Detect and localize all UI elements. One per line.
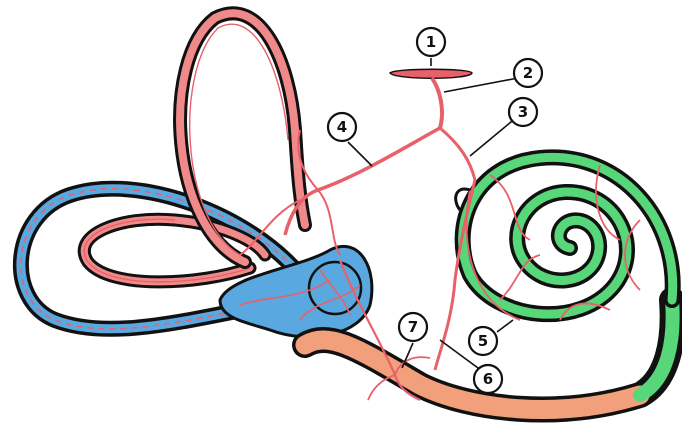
callout-3-label: 3 — [518, 103, 528, 121]
callout-6: 6 — [474, 365, 502, 393]
callout-4-label: 4 — [337, 118, 347, 136]
callout-3: 3 — [509, 98, 537, 126]
callout-5: 5 — [469, 327, 497, 355]
callout-leaders — [348, 58, 518, 368]
labyrinthine-artery — [432, 78, 442, 128]
callout-6-label: 6 — [483, 370, 493, 388]
callout-5-label: 5 — [478, 332, 488, 350]
callout-7: 7 — [399, 313, 427, 341]
callout-4: 4 — [328, 113, 356, 141]
callout-7-label: 7 — [408, 318, 418, 336]
callout-1: 1 — [417, 28, 445, 56]
callout-2: 2 — [514, 59, 542, 87]
basilar-artery — [390, 69, 472, 78]
callout-1-label: 1 — [426, 33, 436, 51]
cochlea-spiral — [463, 157, 673, 320]
callout-2-label: 2 — [523, 64, 533, 82]
